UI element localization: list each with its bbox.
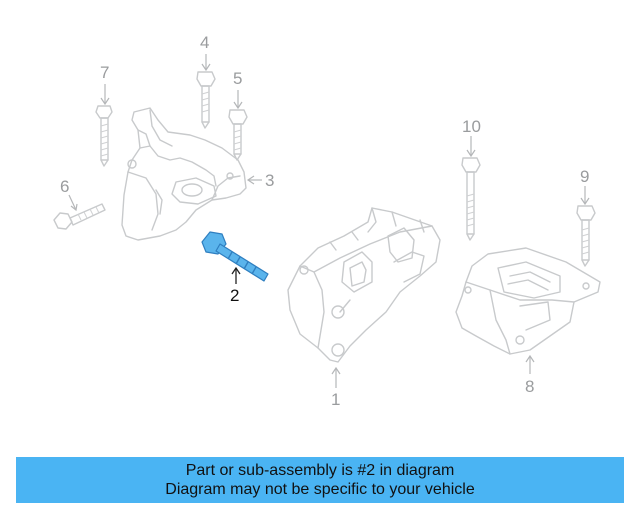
part-10-bolt[interactable] bbox=[461, 157, 481, 241]
part-3-mount-bracket[interactable] bbox=[121, 107, 247, 241]
part-5-bolt[interactable] bbox=[228, 109, 248, 161]
part-2-bolt-highlighted[interactable] bbox=[201, 231, 269, 282]
callout-3[interactable]: 3 bbox=[265, 171, 274, 190]
callout-7[interactable]: 7 bbox=[100, 63, 109, 82]
callout-labels: 4 5 7 3 6 10 9 1 8 2 bbox=[60, 33, 589, 409]
callout-6[interactable]: 6 bbox=[60, 177, 69, 196]
callout-10[interactable]: 10 bbox=[462, 117, 481, 136]
part-7-bolt[interactable] bbox=[95, 105, 113, 167]
part-8-engine-mount[interactable] bbox=[455, 247, 601, 355]
callout-2[interactable]: 2 bbox=[230, 286, 239, 305]
part-4-bolt[interactable] bbox=[196, 71, 216, 129]
callout-9[interactable]: 9 bbox=[580, 167, 589, 186]
leader-lines bbox=[68, 54, 590, 388]
banner-line-part: Part or sub-assembly is #2 in diagram bbox=[185, 462, 455, 479]
callout-1[interactable]: 1 bbox=[331, 390, 340, 409]
part-info-banner: Part or sub-assembly is #2 in diagram Di… bbox=[16, 457, 624, 503]
parts-diagram: 4 5 7 3 6 10 9 1 8 2 bbox=[53, 33, 601, 409]
banner-line-disclaimer: Diagram may not be specific to your vehi… bbox=[165, 481, 475, 498]
callout-8[interactable]: 8 bbox=[525, 377, 534, 396]
callout-4[interactable]: 4 bbox=[200, 33, 209, 52]
part-9-bolt[interactable] bbox=[576, 205, 596, 267]
part-6-bolt[interactable] bbox=[53, 203, 106, 230]
part-1-transmission-mount[interactable] bbox=[287, 207, 441, 363]
callout-5[interactable]: 5 bbox=[233, 69, 242, 88]
